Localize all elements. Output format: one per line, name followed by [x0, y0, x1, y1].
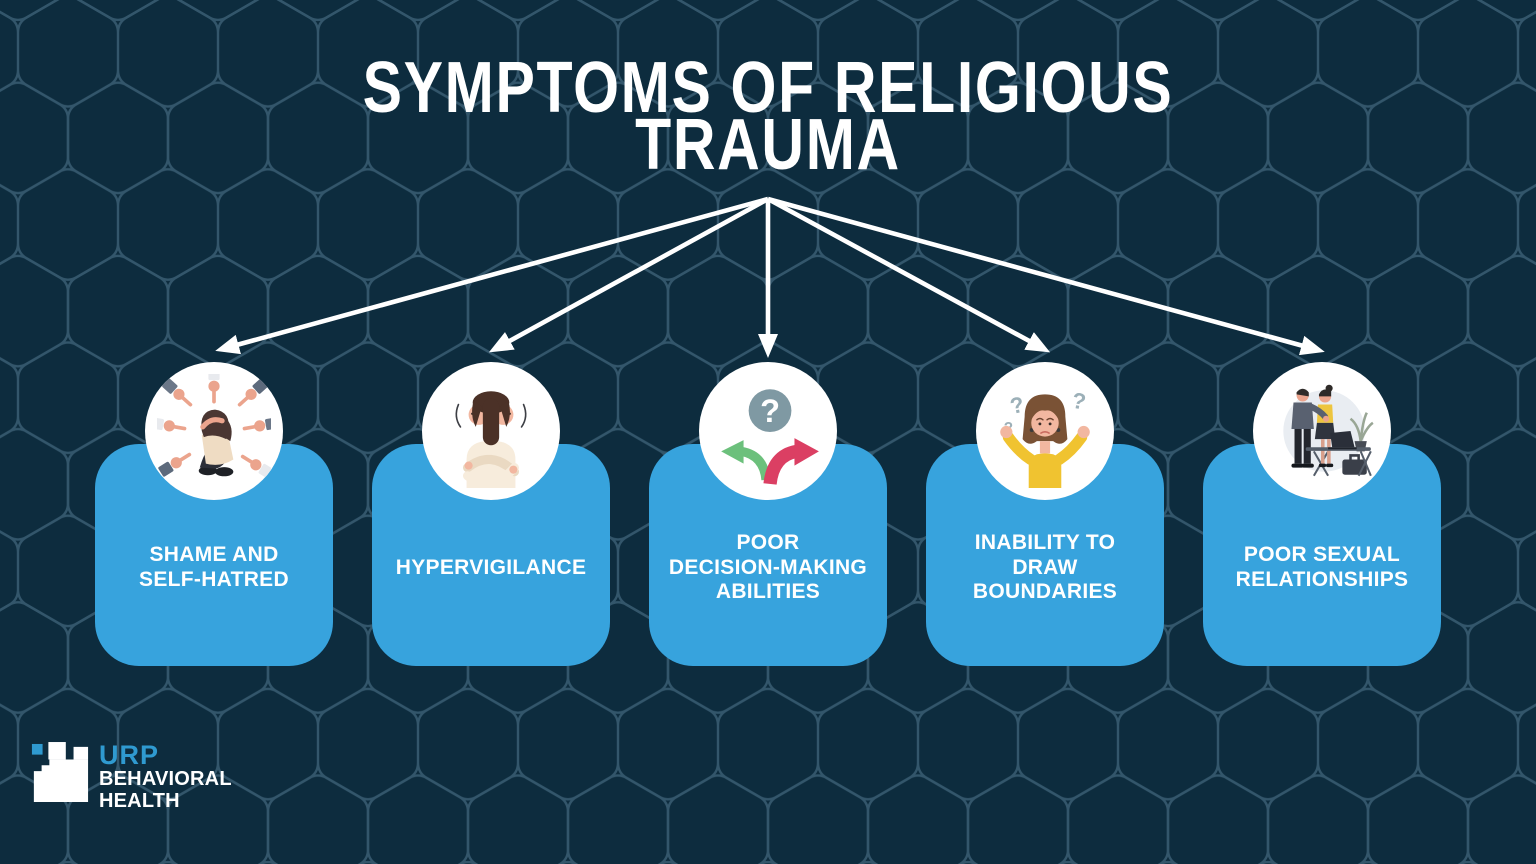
symptom-card-shame: SHAME AND SELF-HATRED: [95, 362, 333, 666]
couple-at-office-desk-illustration: [1283, 384, 1374, 477]
urp-logo-mark-icon: [31, 742, 89, 803]
card-label: HYPERVIGILANCE: [395, 555, 587, 579]
arrow-lines: [215, 196, 1325, 358]
arrow-to-card-4: [766, 196, 1051, 353]
card-illustration-circle: [1253, 362, 1391, 500]
card-label: SHAME AND SELF-HATRED: [139, 543, 289, 591]
arrow-to-card-1: [215, 196, 769, 355]
symptom-cards-row: SHAME AND SELF-HATRED: [0, 362, 1536, 666]
arrow-to-card-5: [767, 196, 1325, 356]
card-illustration-circle: [422, 362, 560, 500]
arrow-to-card-2: [488, 196, 770, 353]
symptom-card-boundaries: INABILITY TO DRAW BOUNDARIES ? ? ?: [926, 362, 1164, 666]
card-label: POOR SEXUAL RELATIONSHIPS: [1235, 543, 1409, 591]
logo-word-health: HEALTH: [99, 790, 180, 812]
card-illustration-circle: [145, 362, 283, 500]
logo-text: URP BEHAVIORAL HEALTH: [99, 740, 232, 813]
confused-shrugging-woman-illustration: ? ? ?: [1000, 388, 1090, 488]
card-body: INABILITY TO DRAW BOUNDARIES: [926, 444, 1164, 666]
logo-brand-name: URP: [99, 740, 160, 770]
card-label: POOR DECISION-MAKING ABILITIES: [668, 530, 868, 604]
symptom-card-relationships: POOR SEXUAL RELATIONSHIPS: [1203, 362, 1441, 666]
card-label: INABILITY TO DRAW BOUNDARIES: [972, 530, 1118, 604]
card-illustration-circle: ?: [699, 362, 837, 500]
symptom-card-decision-making: POOR DECISION-MAKING ABILITIES ?: [649, 362, 887, 666]
anxious-woman-looking-over-shoulder-illustration: [455, 391, 527, 488]
symptom-card-hypervigilance: HYPERVIGILANCE: [372, 362, 610, 666]
card-illustration-circle: ? ? ?: [976, 362, 1114, 500]
question-mark-diverging-arrows-icon: ?: [721, 389, 819, 485]
urp-behavioral-health-logo: URP BEHAVIORAL HEALTH: [30, 742, 232, 812]
infographic-title: SYMPTOMS OF RELIGIOUS TRAUMA: [362, 48, 1174, 185]
question-mark-glyph: ?: [1070, 388, 1088, 415]
question-mark-glyph: ?: [1008, 392, 1027, 419]
shamed-person-pointing-fingers-illustration: [157, 374, 271, 480]
logo-word-behavioral: BEHAVIORAL: [99, 768, 232, 790]
question-mark-glyph: ?: [760, 393, 780, 429]
